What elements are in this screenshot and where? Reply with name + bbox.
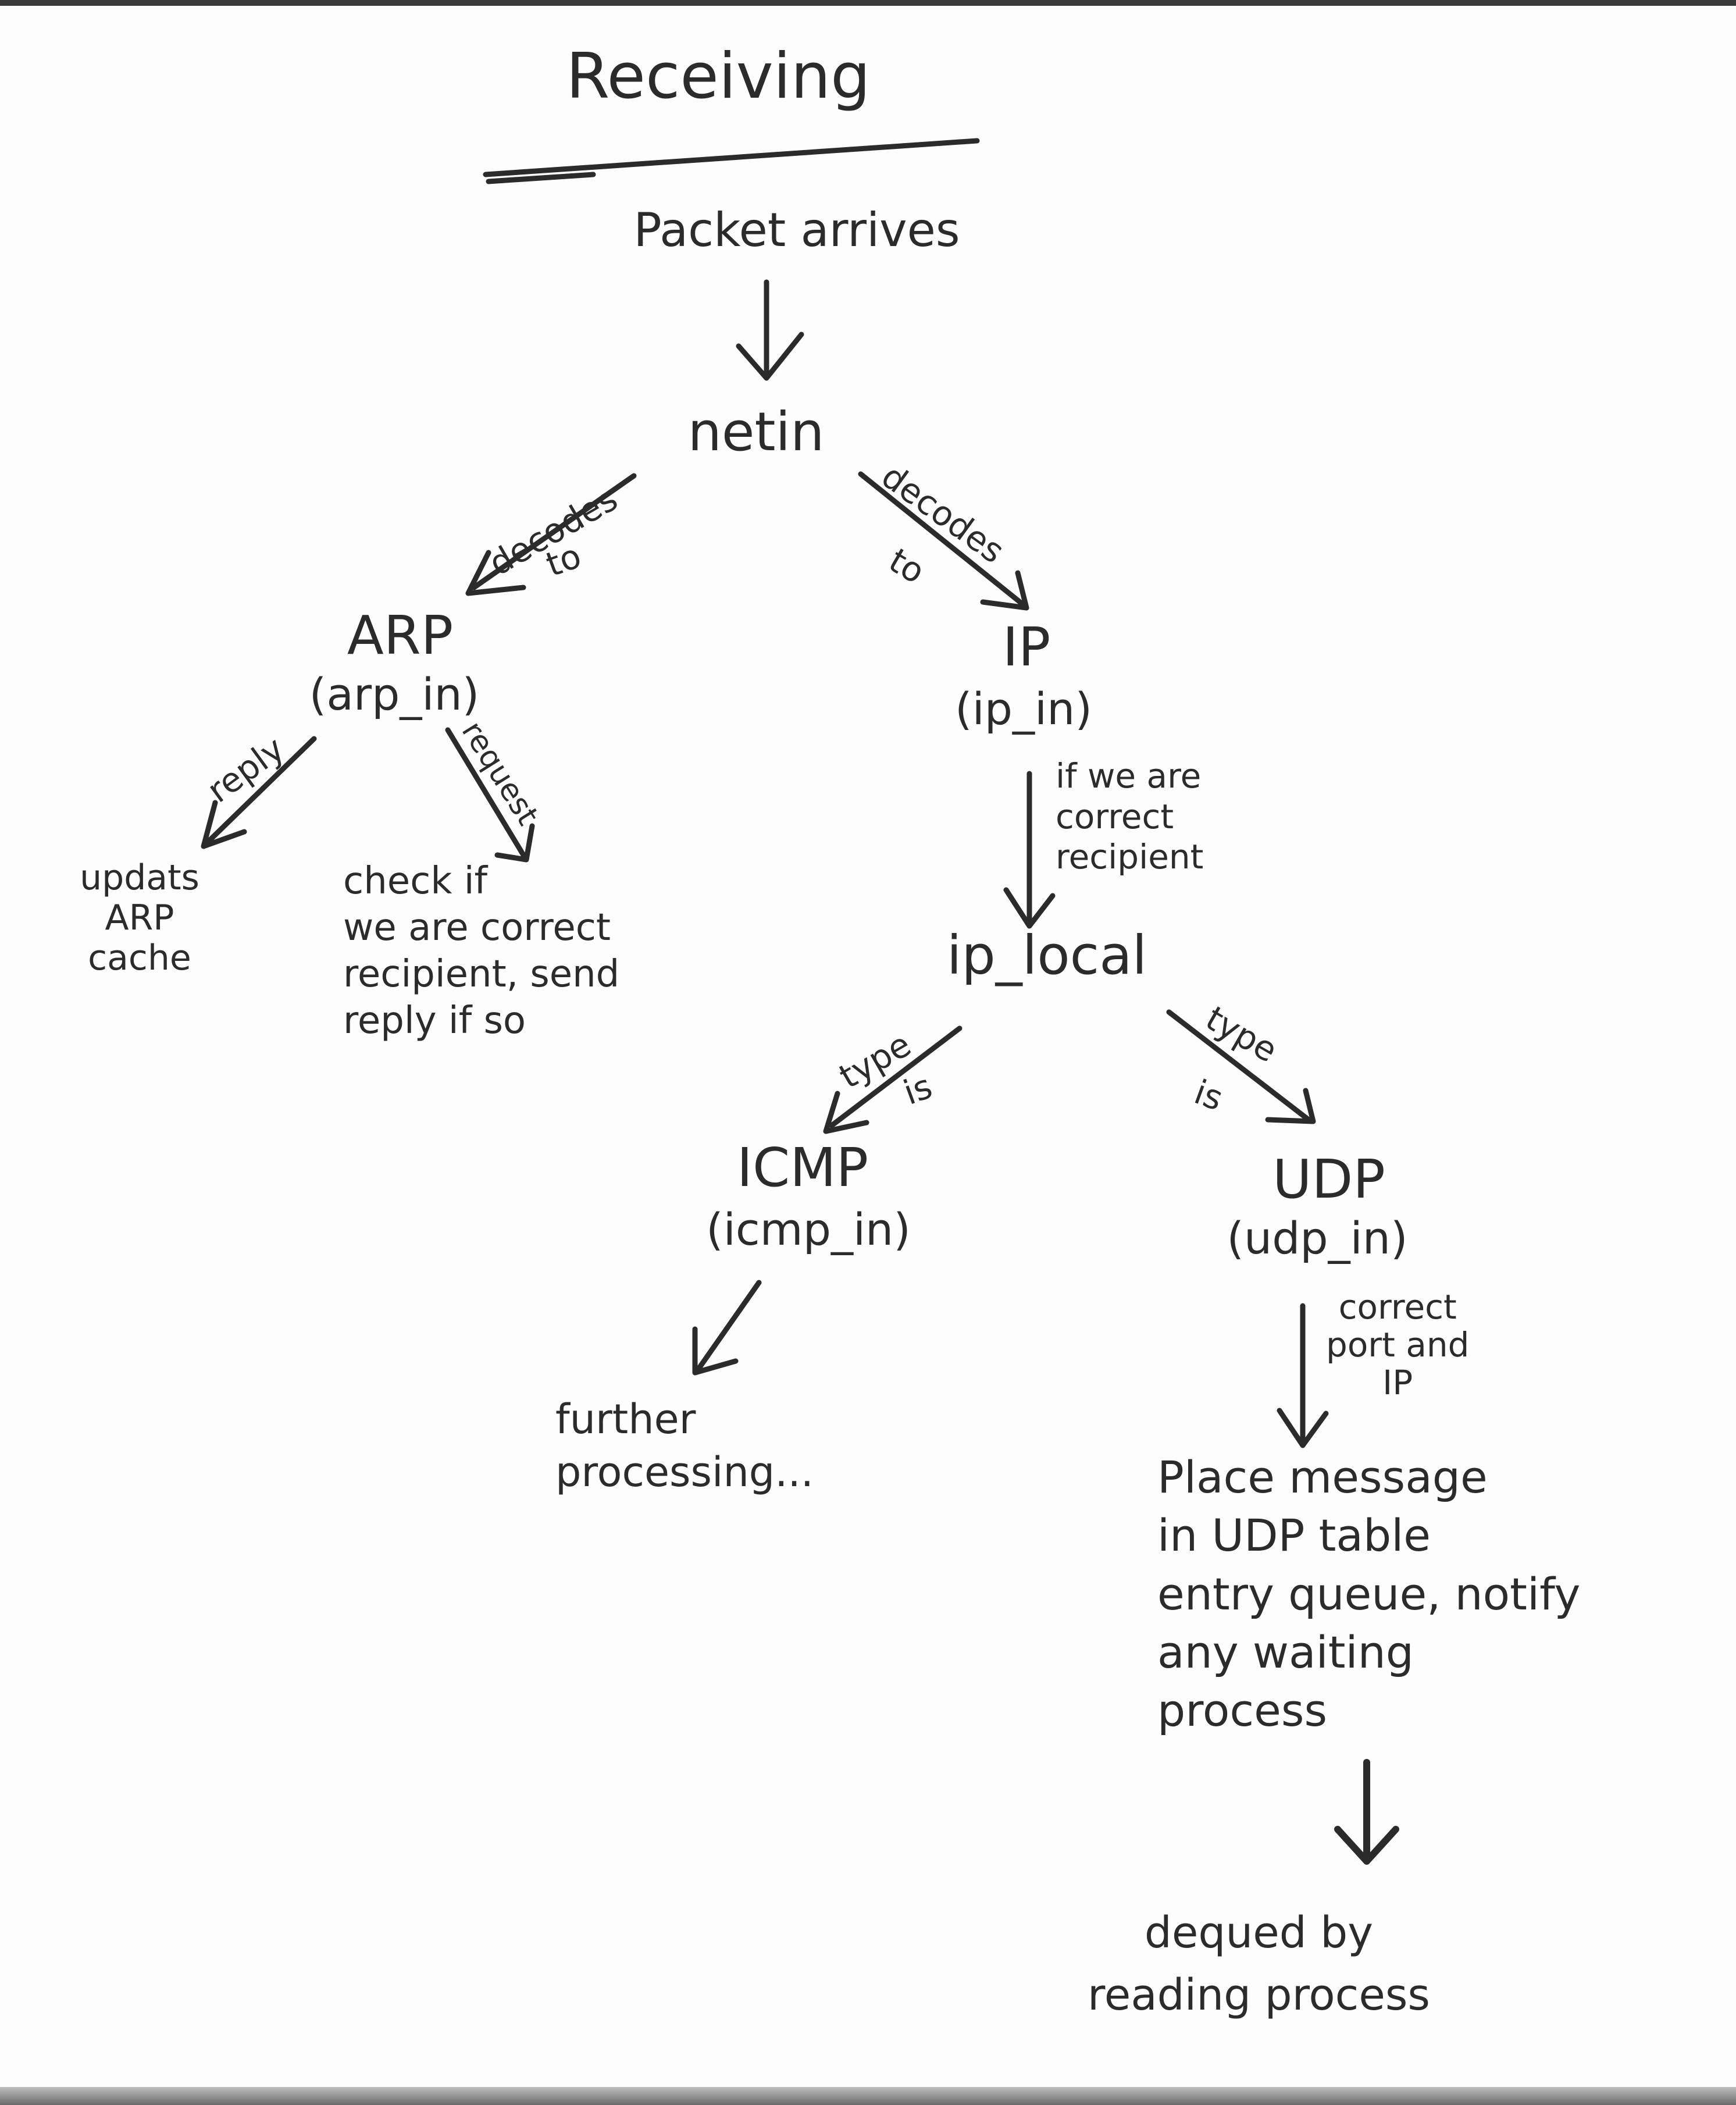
title-underline (483, 138, 980, 177)
arrowhead-udp-place (1277, 1408, 1329, 1448)
node-udp-function: (udp_in) (1227, 1212, 1408, 1264)
node-icmp: ICMP (736, 1137, 869, 1199)
node-arp-function: (arp_in) (309, 668, 480, 720)
arrow-iplocal-icmp (829, 1025, 963, 1128)
node-arp: ARP (347, 604, 454, 667)
arrowhead-icmp-further (692, 1326, 739, 1376)
node-ip: IP (1002, 616, 1051, 678)
board-top-edge (0, 0, 1736, 6)
node-packet-arrives: Packet arrives (633, 203, 960, 257)
arrowhead-arp-request (494, 823, 535, 863)
arrow-arp-request (445, 727, 526, 858)
diagram-title: Receiving (566, 40, 871, 113)
arrow-arp-reply (206, 736, 317, 843)
arrowhead-iplocal-udp (1265, 1088, 1316, 1124)
node-netin: netin (687, 401, 825, 463)
arrowhead-iplocal-icmp (823, 1091, 869, 1134)
node-arp-cache: updats ARP cache (80, 857, 199, 978)
arrow-netin-arp (471, 473, 637, 590)
arrow-iplocal-udp (1166, 1009, 1311, 1123)
title-underline-2 (486, 172, 596, 184)
node-udp: UDP (1272, 1148, 1385, 1210)
arrowhead-netin-arp (465, 550, 526, 596)
node-ip-function: (ip_in) (955, 683, 1092, 735)
arrowhead-netin-ip (980, 570, 1029, 611)
arrowhead-place-dequeued (1334, 1826, 1399, 1865)
node-icmp-function: (icmp_in) (706, 1203, 911, 1255)
arrowhead-ip-iplocal (1003, 887, 1056, 929)
arrowhead-packet-netin (736, 332, 804, 381)
label-udp-condition: correct port and IP (1326, 1287, 1470, 1402)
label-ip-local-condition: if we are correct recipient (1056, 756, 1204, 877)
node-further-processing: further processing... (555, 1395, 814, 1496)
node-ip-local: ip_local (946, 924, 1147, 986)
board-bottom-edge (0, 2087, 1736, 2105)
node-arp-check: check if we are correct recipient, send … (343, 860, 620, 1042)
node-udp-place-message: Place message in UDP table entry queue, … (1157, 1451, 1581, 1737)
node-dequeued: dequed by reading process (1088, 1908, 1430, 2021)
arrowhead-arp-reply (201, 800, 247, 849)
arrow-netin-ip (858, 471, 1026, 608)
arrow-icmp-further (695, 1280, 762, 1373)
